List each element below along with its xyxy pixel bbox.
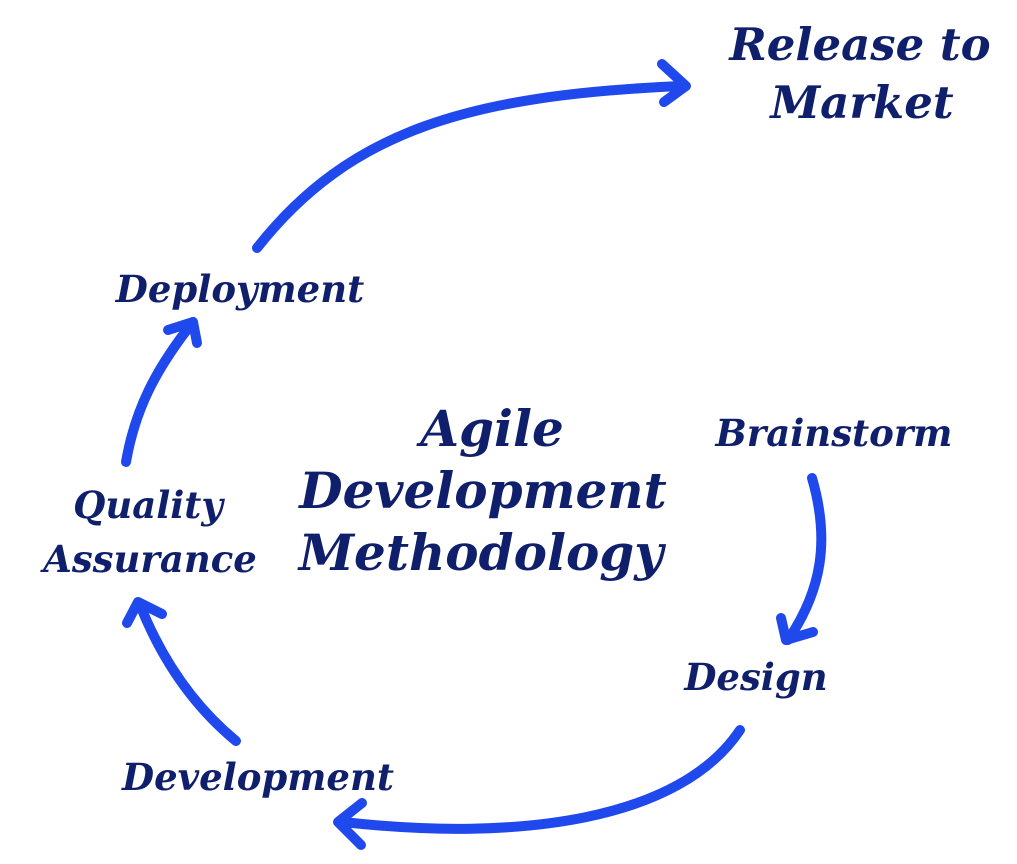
arrow-development-to-quality	[122, 597, 241, 746]
center-title: Agile Development Methodology	[297, 399, 667, 582]
deployment-label: Deployment	[115, 267, 364, 311]
center-title-line-1: Agile	[416, 399, 564, 458]
center-title-line-2: Development	[297, 461, 667, 520]
release-to-market-label-line-1: Release to	[727, 18, 990, 71]
quality-assurance-label-line-2: Assurance	[40, 537, 257, 581]
brainstorm-label: Brainstorm	[715, 411, 953, 455]
arrow-brainstorm-to-design	[776, 473, 827, 645]
arrow-deployment-to-release	[252, 59, 691, 253]
cycle-arrows	[121, 59, 827, 850]
center-title-line-3: Methodology	[297, 523, 667, 582]
arrow-quality-to-deployment	[121, 317, 202, 467]
development-label: Development	[121, 755, 394, 799]
release-to-market-label-line-2: Market	[768, 76, 953, 129]
arrow-design-to-development	[333, 725, 745, 850]
quality-assurance-label-line-1: Quality	[73, 483, 225, 527]
design-label: Design	[683, 655, 827, 699]
